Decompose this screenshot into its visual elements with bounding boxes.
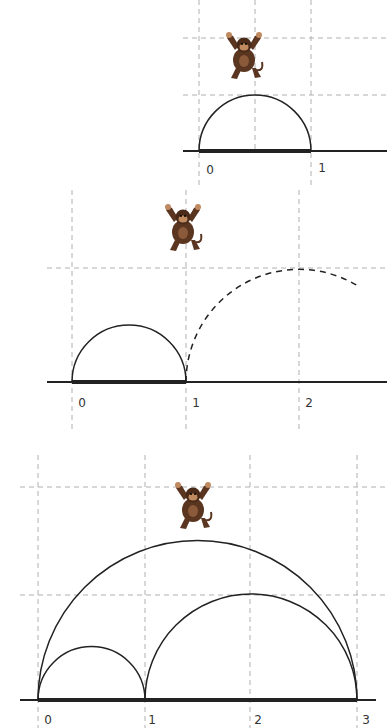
gorilla-figure <box>226 32 262 79</box>
tick-label: 0 <box>44 714 52 726</box>
number-line-segment <box>72 380 186 384</box>
tick-label: 2 <box>254 714 262 726</box>
gorilla-figure <box>175 482 211 529</box>
grid-line <box>311 0 312 185</box>
jump-arc <box>199 95 311 151</box>
number-line <box>20 699 376 701</box>
tick-label: 1 <box>148 714 156 726</box>
tick-label: 1 <box>192 397 200 409</box>
grid-line <box>183 38 387 39</box>
tick-label: 3 <box>362 714 370 726</box>
grid-line <box>20 595 387 596</box>
grid-line <box>72 190 73 430</box>
number-line-segment <box>38 698 357 702</box>
tick-label: 2 <box>305 397 313 409</box>
gorilla-figure <box>165 204 201 251</box>
jump-arcs <box>38 95 358 700</box>
jump-arc <box>38 541 357 701</box>
tick-label: 0 <box>78 397 86 409</box>
jump-arc <box>72 325 186 382</box>
jump-arc <box>145 594 357 700</box>
number-line <box>47 381 387 383</box>
grid-line <box>199 0 200 185</box>
grid-line <box>183 95 387 96</box>
axes <box>20 151 387 700</box>
grid-lines <box>20 0 387 728</box>
grid-line <box>250 455 251 728</box>
tick-label: 1 <box>318 162 326 174</box>
grid-line <box>299 190 300 430</box>
number-line <box>183 150 387 152</box>
tick-label: 0 <box>206 164 214 176</box>
number-line-segment <box>199 149 311 153</box>
grid-line <box>47 268 387 269</box>
jump-arc <box>38 647 145 700</box>
jump-arc-dashed <box>186 269 358 382</box>
